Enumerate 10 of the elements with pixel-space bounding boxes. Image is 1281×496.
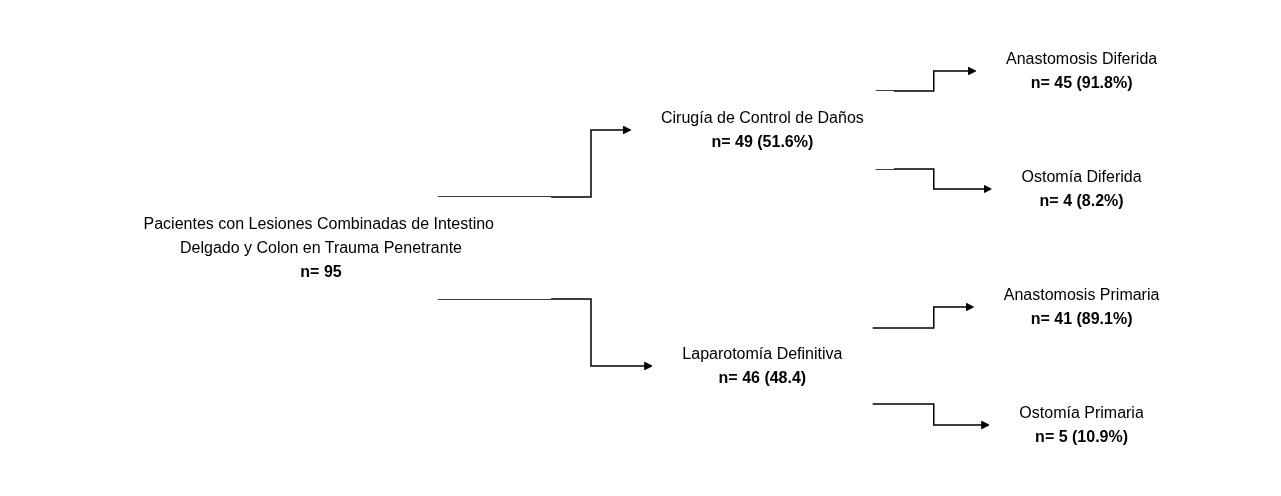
arrow xyxy=(437,125,632,198)
arrow xyxy=(875,66,977,92)
arrow xyxy=(872,302,975,329)
arrow xyxy=(872,403,991,430)
node-text: Ostomía Diferida n= 4 (8.2%) xyxy=(1021,168,1142,209)
node-text: Ostomía Primaria n= 5 (10.9%) xyxy=(1019,404,1145,445)
node-text: Cirugía de Control de Daños n= 49 (51.6%) xyxy=(661,109,865,150)
node-text: Anastomosis Diferida n= 45 (91.8%) xyxy=(1006,50,1158,91)
node-text: Anastomosis Primaria n= 41 (89.1%) xyxy=(1004,286,1160,327)
node-text: Laparotomía Definitiva n= 46 (48.4) xyxy=(682,345,843,386)
